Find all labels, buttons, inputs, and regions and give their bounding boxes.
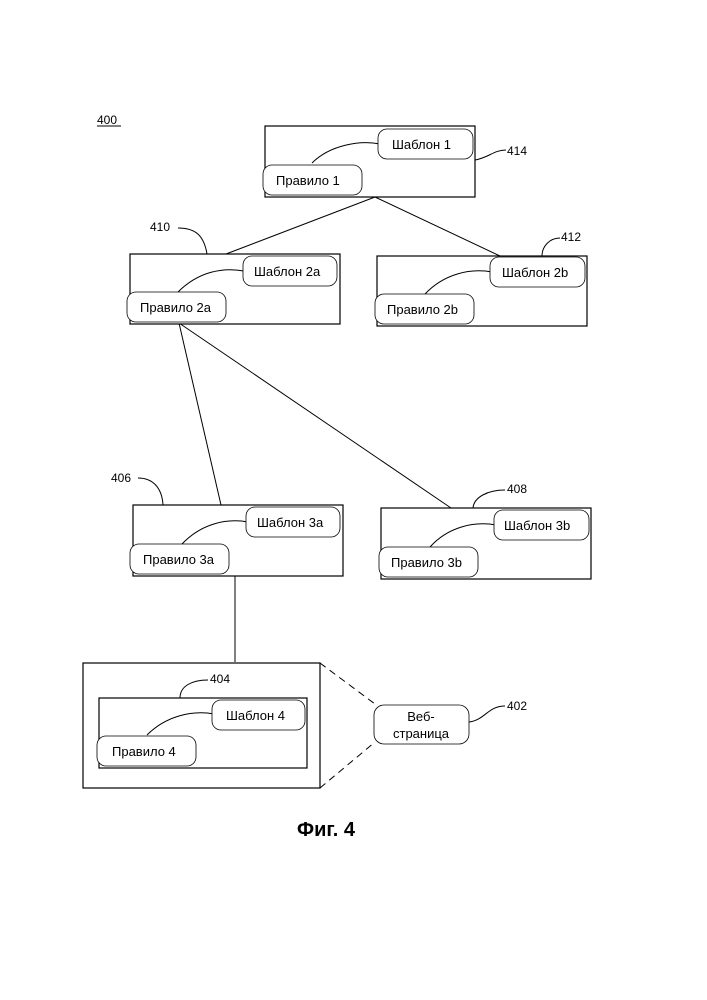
node-414-template: Шаблон 1 — [392, 137, 451, 152]
node-406-template: Шаблон 3a — [257, 515, 324, 530]
node-404-rule: Правило 4 — [112, 744, 176, 759]
edge-410-406 — [179, 323, 221, 505]
node-406-rule: Правило 3a — [143, 552, 215, 567]
node-410-template: Шаблон 2a — [254, 264, 321, 279]
node-408-ref-leader — [473, 490, 505, 508]
webpage-ref-leader — [469, 706, 505, 722]
node-408: Шаблон 3b Правило 3b 408 — [379, 482, 591, 579]
node-406-ref-leader — [138, 478, 163, 505]
node-406: Шаблон 3a Правило 3a 406 — [111, 471, 343, 576]
node-410-ref-leader — [178, 228, 207, 254]
node-408-template: Шаблон 3b — [504, 518, 570, 533]
node-406-ref: 406 — [111, 471, 131, 485]
node-410-ref: 410 — [150, 220, 170, 234]
node-412-ref-leader — [542, 238, 560, 256]
webpage-container: Шаблон 4 Правило 4 404 — [83, 663, 320, 788]
edge-414-410 — [226, 197, 375, 254]
node-412-template: Шаблон 2b — [502, 265, 568, 280]
figure-caption: Фиг. 4 — [297, 819, 356, 841]
node-404-ref: 404 — [210, 672, 230, 686]
node-410-rule: Правило 2a — [140, 300, 212, 315]
webpage-ref: 402 — [507, 699, 527, 713]
node-412: Шаблон 2b Правило 2b 412 — [375, 230, 587, 326]
dashed-line-lower — [320, 742, 375, 788]
node-414: Шаблон 1 Правило 1 414 — [263, 126, 527, 197]
node-408-rule: Правило 3b — [391, 555, 462, 570]
node-412-rule: Правило 2b — [387, 302, 458, 317]
node-410: Шаблон 2a Правило 2a 410 — [127, 220, 340, 324]
node-412-ref: 412 — [561, 230, 581, 244]
node-414-ref: 414 — [507, 144, 527, 158]
node-414-rule: Правило 1 — [276, 173, 340, 188]
edge-414-412 — [375, 197, 500, 256]
node-404-template: Шаблон 4 — [226, 708, 285, 723]
figure-ref: 400 — [97, 113, 117, 127]
node-408-ref: 408 — [507, 482, 527, 496]
node-414-ref-leader — [475, 150, 506, 160]
edge-410-408 — [179, 323, 451, 508]
webpage-label-line2: страница — [393, 726, 450, 741]
dashed-line-upper — [320, 663, 375, 704]
webpage-label-line1: Веб- — [407, 709, 435, 724]
webpage-bubble: Веб- страница 402 — [374, 699, 527, 744]
